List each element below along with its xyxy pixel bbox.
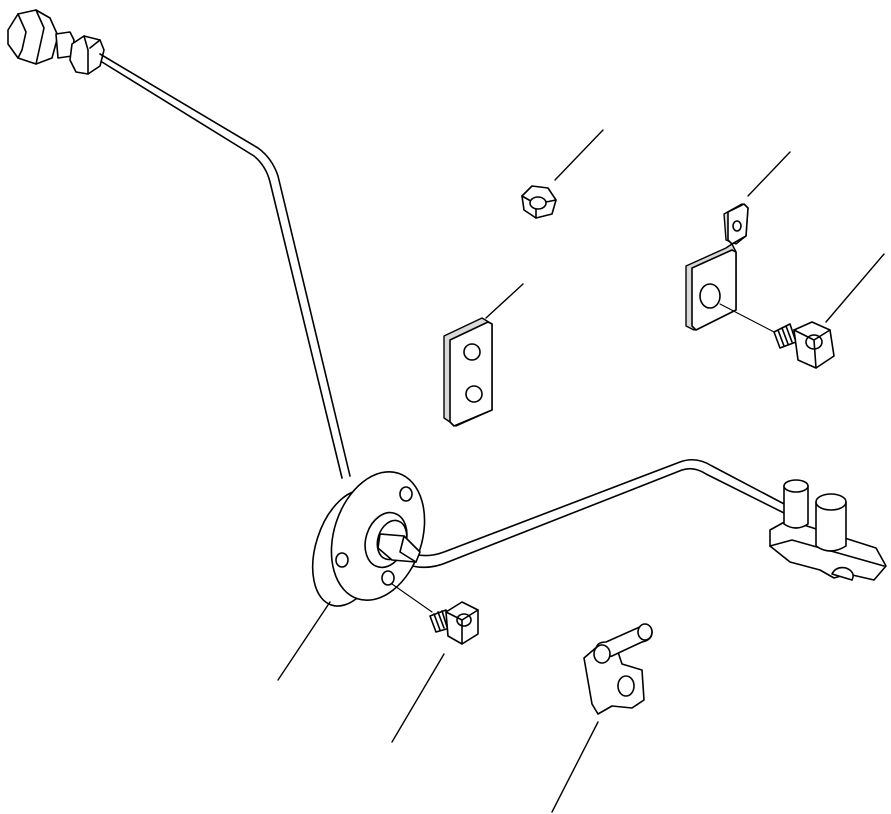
leader-bracket-bolt: [826, 254, 884, 322]
flange-hole-bottom: [382, 571, 394, 585]
bracket-bolt: [720, 304, 834, 368]
connector-plug: [8, 10, 104, 74]
flange-hole-left: [336, 553, 348, 567]
clamp: [584, 624, 652, 714]
leader-flange: [278, 602, 330, 680]
leader-flange-bolt: [392, 654, 444, 742]
leader-bracket: [748, 152, 790, 196]
hex-nut: [522, 186, 556, 218]
plate-hole-lower: [466, 386, 482, 402]
sensor-cable: [100, 54, 350, 478]
callout-leaders: [278, 130, 884, 812]
flange-bolt: [392, 584, 478, 644]
bracket: [686, 204, 748, 330]
leader-clamp: [552, 722, 598, 812]
flange: [299, 460, 440, 616]
leader-mounting-plate: [486, 284, 523, 318]
flange-hole-top: [400, 487, 412, 501]
leader-hex-nut: [555, 130, 603, 180]
sensor-rod: [380, 460, 788, 568]
sensor-assembly: [8, 10, 886, 580]
plate-hole-upper: [464, 344, 480, 360]
sensor-tip: [770, 480, 886, 580]
mounting-plate: [444, 318, 492, 426]
